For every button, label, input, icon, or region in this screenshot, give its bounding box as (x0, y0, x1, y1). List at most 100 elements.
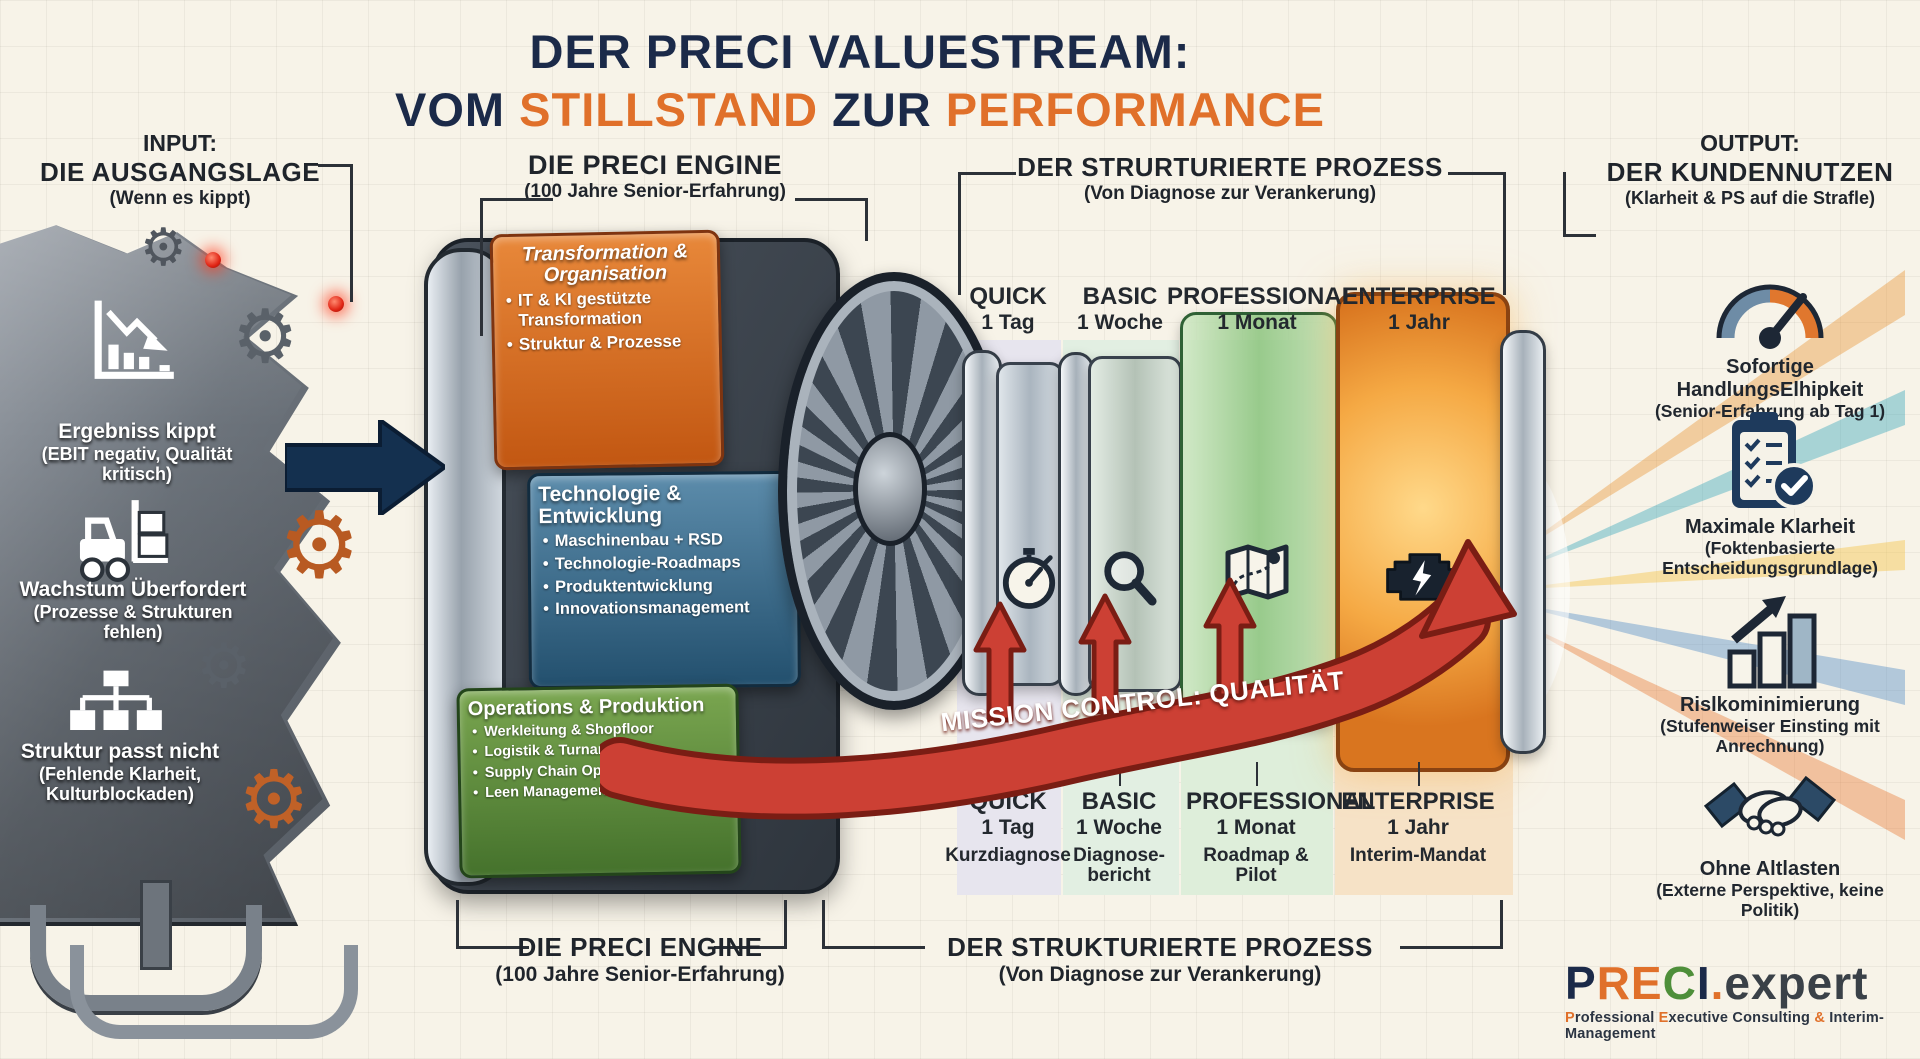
stage-duration: 1 Monat (1216, 816, 1296, 839)
input-bracket (318, 164, 353, 302)
output-item-note: (Senior-Erfahrung ab Tag 1) (1654, 401, 1886, 421)
exhaust-streaks (1505, 270, 1905, 840)
output-item-title: Maximale Klarheit (1684, 516, 1856, 538)
pipe (140, 880, 172, 970)
engine-bracket-right (795, 198, 868, 241)
stage-name: ENTERPRISE (1341, 788, 1495, 815)
output-item-note: (Foktenbasierte Entscheidungsgrundlage) (1662, 538, 1878, 578)
process-bracket-right (1448, 172, 1506, 295)
org-chart-icon (70, 670, 162, 730)
preci-logo: PRECI.expert Professional Executive Cons… (1565, 960, 1915, 1042)
stage-deliverable: Interim-Mandat (1349, 845, 1487, 866)
engine-bottom-note: (100 Jahre Senior-Erfahrung) (495, 963, 785, 986)
declining-chart-icon (94, 300, 174, 379)
gear-icon: ⚙ (278, 495, 361, 597)
title-part: ZUR (818, 83, 946, 136)
input-item-title: Ergebniss kippt (58, 420, 216, 443)
stage-name: ENTERPRISE (1342, 283, 1496, 310)
stage-duration: 1 Monat (1217, 311, 1297, 334)
stage-duration: 1 Tag (981, 311, 1035, 334)
gear-icon: ⚙ (140, 219, 187, 277)
title-highlight: PERFORMANCE (945, 83, 1325, 136)
input-item-note: (Prozesse & Strukturen fehlen) (33, 602, 233, 643)
engine-block-title: Technologie & Entwicklung (538, 481, 682, 529)
engine-bottom-bracket-left (456, 900, 529, 949)
stage-name: PROFESSIONAL (1167, 283, 1357, 310)
tagline-part: & (1814, 1010, 1826, 1026)
process-top-note: (Von Diagnose zur Verankerung) (1083, 183, 1377, 204)
stage-deliverable: Diagnose-bericht (1073, 845, 1165, 886)
input-item: Struktur passt nicht (Fehlende Klarheit,… (0, 740, 245, 804)
stage-footer-quick: QUICK 1 Tag Kurzdiagnose (938, 788, 1078, 866)
engine-block-icon (1386, 553, 1458, 601)
stage-header-enterprise: ENTERPRISE 1 Jahr (1329, 283, 1509, 335)
gear-icon: ⚙ (238, 755, 310, 844)
turbine-hub (853, 432, 927, 546)
magnifier-icon (1104, 551, 1157, 606)
process-bottom-bracket-right (1400, 900, 1503, 949)
input-item-title: Wachstum Überfordert (19, 578, 247, 601)
input-item: Wachstum Überfordert (Prozesse & Struktu… (8, 578, 258, 642)
output-bracket (1563, 172, 1596, 237)
stage-header-basic: BASIC 1 Woche (1050, 283, 1190, 335)
output-sublabel: DER KUNDENNUTZEN (1606, 157, 1894, 187)
stage-tick (1256, 762, 1258, 786)
stage-tick (1418, 762, 1420, 786)
output-section-header: OUTPUT: DER KUNDENNUTZEN (Klarheit & PS … (1595, 130, 1905, 209)
cylinder-professional (1180, 312, 1338, 726)
speedometer-icon (1716, 284, 1824, 349)
engine-bottom-title: DIE PRECI ENGINE (517, 932, 763, 962)
stage-name: QUICK (969, 283, 1047, 310)
output-item: Sofortige HandlungsElhipkeit (Senior-Erf… (1640, 356, 1900, 422)
stage-duration: 1 Jahr (1388, 311, 1450, 334)
stage-duration: 1 Jahr (1387, 816, 1449, 839)
input-note: (Wenn es kippt) (109, 188, 251, 209)
engine-top-label: DIE PRECI ENGINE (527, 150, 783, 180)
output-item-note: (Stufenweiser Einsting mit Anrechnung) (1660, 716, 1880, 756)
process-top-label: DER STRURTURIERTE PROZESS (1017, 152, 1443, 182)
process-bracket-left (958, 172, 1016, 295)
title-part: VOM (395, 83, 520, 136)
output-label: OUTPUT: (1700, 130, 1800, 156)
stage-header-professional: PROFESSIONAL 1 Monat (1167, 283, 1357, 335)
output-item: Maximale Klarheit (Foktenbasierte Entsch… (1640, 516, 1900, 578)
input-label: INPUT: (142, 130, 218, 156)
logo-letter: E (1630, 957, 1663, 1009)
process-top-header: DER STRURTURIERTE PROZESS (Von Diagnose … (1000, 152, 1460, 205)
tagline-part: Interim-Management (1565, 1010, 1885, 1042)
input-sublabel: DIE AUSGANGSLAGE (39, 157, 321, 187)
output-item-note: (Externe Perspektive, keine Politik) (1656, 880, 1884, 920)
logo-letter: I (1696, 957, 1711, 1009)
input-section-header: INPUT: DIE AUSGANGSLAGE (Wenn es kippt) (30, 130, 330, 210)
logo-letter: P (1565, 957, 1597, 1009)
stopwatch-icon (1002, 548, 1056, 609)
handshake-icon (1704, 775, 1836, 837)
process-bottom-title: DER STRUKTURIERTE PROZESS (947, 932, 1373, 962)
stage-duration: 1 Tag (981, 816, 1035, 839)
logo-wordmark: PRECI.expert (1565, 960, 1915, 1006)
alarm-light-icon (328, 296, 344, 312)
alarm-light-icon (205, 252, 221, 268)
clipboard-check-icon (1732, 412, 1817, 509)
pipe (70, 945, 358, 1039)
input-item-title: Struktur passt nicht (20, 740, 220, 763)
output-note: (Klarheit & PS auf die Strafle) (1624, 188, 1876, 208)
growth-chart-icon (1727, 596, 1817, 689)
stage-duration: 1 Woche (1076, 816, 1162, 839)
input-item-note: (Fehlende Klarheit, Kulturblockaden) (38, 764, 202, 805)
tagline-part: rofessional (1574, 1010, 1659, 1026)
engine-top-note: (100 Jahre Senior-Erfahrung) (524, 181, 786, 202)
stage-tick (1119, 762, 1121, 786)
output-item: Ohne Altlasten (Externe Perspektive, kei… (1640, 858, 1900, 920)
logo-letter: . (1710, 957, 1725, 1009)
tagline-part: E (1658, 1010, 1669, 1026)
page-title: DER PRECI VALUESTREAM: VOM STILLSTAND ZU… (300, 24, 1420, 137)
logo-tagline: Professional Executive Consulting & Inte… (1565, 1010, 1915, 1042)
inlet-arrow-icon (285, 420, 445, 515)
gear-icon: ⚙ (232, 295, 299, 378)
logo-letter: R (1596, 957, 1631, 1009)
stage-footer-enterprise: ENTERPRISE 1 Jahr Interim-Mandat (1328, 788, 1508, 866)
stage-header-quick: QUICK 1 Tag (938, 283, 1078, 335)
tagline-part: xecutive Consulting (1668, 1010, 1815, 1026)
